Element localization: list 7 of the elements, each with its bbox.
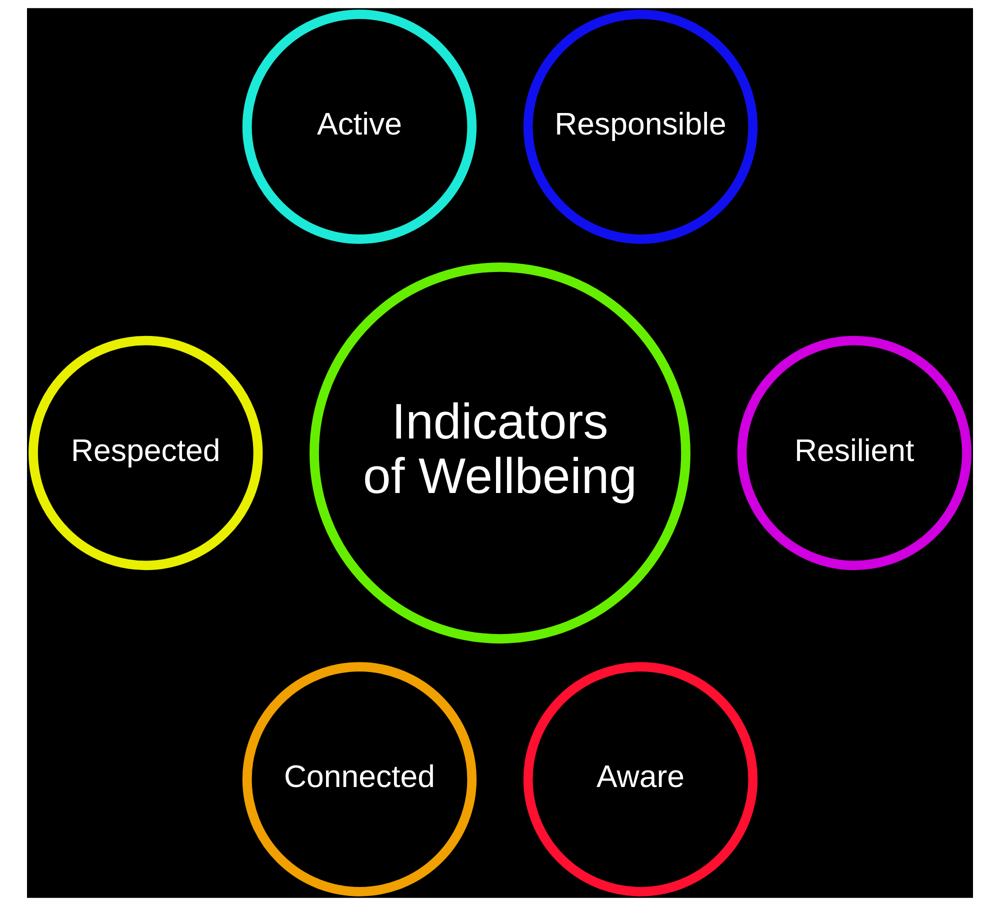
node-circle: Respected [28,336,263,570]
node-circle: Active [242,10,477,244]
node-circle: Responsible [523,10,758,244]
node-circle: Indicators of Wellbeing [310,262,690,644]
node-circle: Aware [523,662,758,896]
node-circle: Connected [242,662,477,896]
node-circle: Resilient [737,336,972,570]
